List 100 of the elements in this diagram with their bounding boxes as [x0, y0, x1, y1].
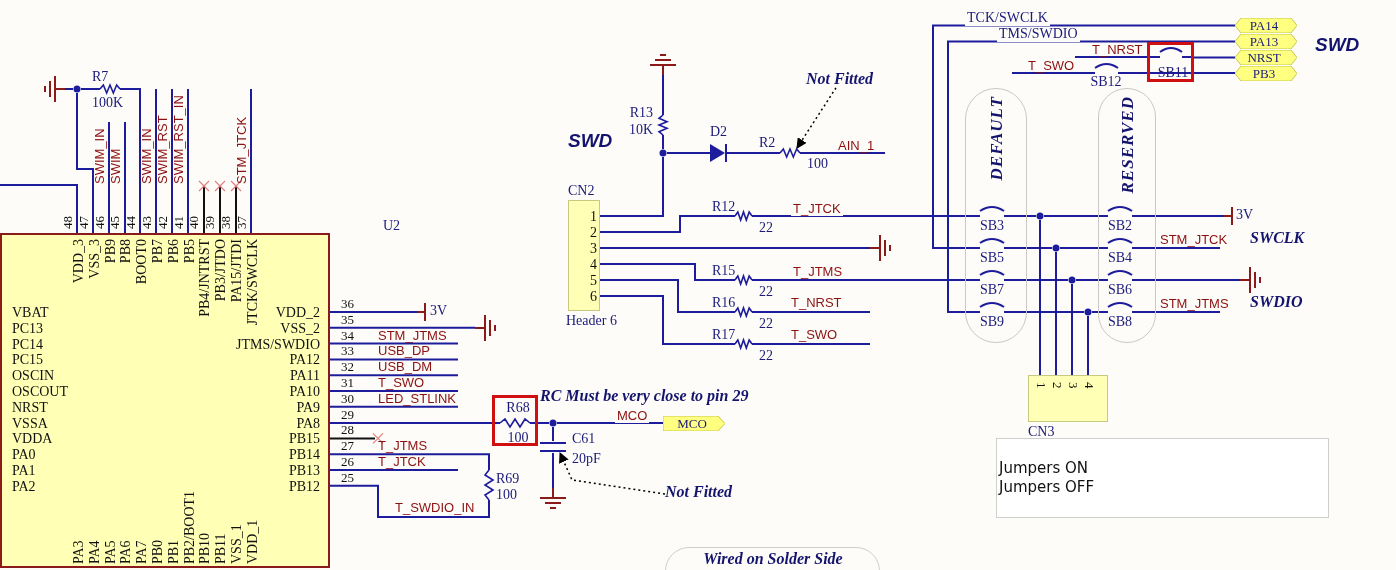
pin-number: 46	[92, 216, 107, 229]
junction-dot	[73, 85, 81, 93]
component-label: R69	[496, 472, 520, 487]
pin-name: PA3	[71, 540, 87, 564]
wire	[1059, 247, 1099, 249]
pin-name: PA4	[87, 540, 103, 564]
port-label	[1235, 50, 1297, 65]
signal-title: SWDIO	[1250, 294, 1303, 311]
wire	[599, 279, 736, 313]
pin-name: VSS_1	[229, 524, 245, 564]
port-label	[1235, 66, 1297, 81]
resistor-symbol	[658, 115, 668, 135]
pin-name: PB6	[166, 239, 182, 264]
wire	[76, 92, 94, 234]
pin-name: VDD_2	[275, 306, 320, 321]
port-name: NRST	[1247, 51, 1281, 65]
pin-number: 2	[590, 226, 597, 241]
net-label: T_JTCK	[791, 202, 843, 216]
wire	[329, 422, 493, 424]
note-text: Jumpers ON	[999, 461, 1089, 477]
wire	[552, 452, 554, 489]
leader-arrow	[559, 452, 666, 495]
net-label: T_NRST	[1092, 43, 1143, 57]
resistor-symbol	[735, 339, 752, 349]
pin-number: 48	[61, 216, 75, 229]
port-name: PA13	[1249, 35, 1279, 49]
net-label: AIN_1	[838, 139, 875, 153]
pin-number: 37	[235, 216, 249, 229]
component-value: 22	[759, 221, 773, 236]
pin-name: VDD_3	[71, 239, 87, 284]
net-label: USB_DP	[378, 344, 431, 359]
component-label: R15	[712, 264, 736, 279]
component-value: 22	[759, 285, 773, 300]
pin-number: 31	[341, 376, 354, 390]
component-value: 100	[507, 431, 529, 446]
pin-number: 36	[341, 297, 354, 311]
ground-symbol	[540, 488, 566, 509]
pin-name: PB12	[288, 479, 320, 495]
pin-name: PB9	[103, 239, 118, 264]
net-label: SWIM_RST_IN	[172, 95, 186, 184]
net-label: TCK/SWCLK	[965, 11, 1050, 26]
wire	[1193, 56, 1236, 59]
pin-name: OSCOUT	[12, 385, 68, 400]
pin-name: PB11	[213, 533, 229, 564]
pin-number: 42	[156, 216, 170, 229]
pin-name: PB14	[288, 448, 320, 463]
pin-number: 29	[341, 407, 354, 422]
pin-number: 1	[590, 210, 597, 225]
component-label: R12	[712, 200, 736, 215]
wire	[1026, 247, 1053, 249]
pin-number: 43	[140, 216, 154, 229]
pin-name: PB7	[150, 239, 166, 264]
note-text: RC Must be very close to pin 29	[540, 388, 749, 405]
pin-number: 35	[341, 312, 354, 327]
pin-name: PA12	[289, 353, 320, 369]
wire	[932, 24, 1236, 249]
pin-number: 47	[77, 216, 91, 229]
component-label: CN3	[1028, 425, 1055, 440]
pin-number: 30	[341, 391, 354, 406]
junction-dot	[1068, 276, 1076, 284]
component-label: C61	[572, 432, 596, 447]
pin-name: VDDA	[12, 432, 53, 448]
wire	[662, 134, 664, 150]
resistor-symbol	[735, 211, 752, 221]
pin-name: VSSA	[12, 416, 48, 432]
component-label: SB7	[979, 283, 1005, 298]
pin-number: 4	[590, 258, 597, 273]
pin-name: BOOT0	[134, 239, 150, 285]
wire	[1043, 215, 1099, 217]
component-label: Header 6	[566, 314, 617, 329]
component-label: R17	[712, 328, 736, 343]
pin-name: PA15/JTDI	[229, 239, 245, 303]
ground-symbol	[650, 54, 676, 75]
pin-name: PA7	[134, 540, 150, 564]
wire	[1155, 279, 1241, 281]
pin-name: PB8	[119, 239, 134, 264]
net-label: STM_JTMS	[1160, 297, 1229, 311]
pin-number: 28	[341, 423, 354, 438]
wire	[1155, 215, 1225, 217]
port-label	[1235, 34, 1297, 49]
pin-number: 5	[590, 274, 597, 289]
pin-number: 1	[1034, 382, 1048, 389]
port-name: PB3	[1252, 67, 1276, 81]
note-box	[996, 438, 1329, 518]
net-label: SWIM_IN	[93, 128, 107, 184]
connector-body	[568, 200, 600, 311]
section-title: SWD	[1315, 35, 1360, 55]
pin-name: PA6	[119, 540, 134, 564]
wire	[947, 40, 1236, 313]
pin-number: 34	[341, 328, 354, 343]
pin-number: 25	[341, 470, 354, 485]
net-label: T_SWO	[1028, 59, 1075, 73]
pin-name: PA0	[12, 448, 36, 463]
net-label: T_SWO	[378, 376, 425, 390]
net-label: USB_DM	[378, 360, 433, 374]
net-label: STM_JTMS	[378, 328, 447, 343]
wire	[666, 152, 711, 154]
pin-number: 3	[1066, 382, 1080, 389]
wire	[599, 263, 736, 281]
resistor-symbol	[484, 470, 494, 500]
